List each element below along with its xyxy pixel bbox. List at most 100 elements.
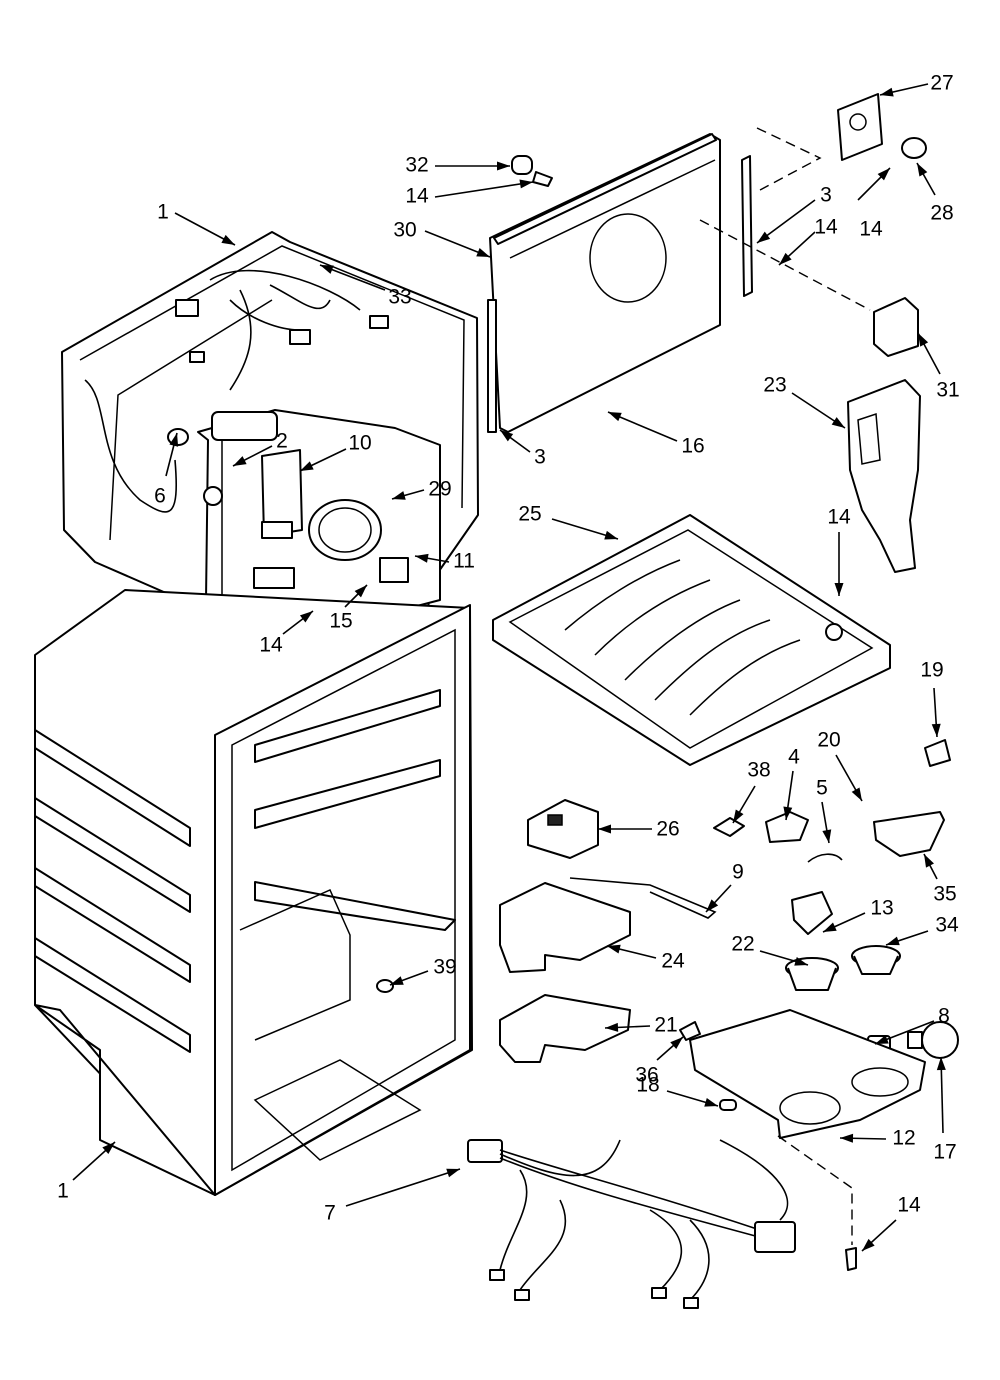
callout-label: 15	[329, 610, 352, 633]
evaporator-cover-panel	[487, 133, 753, 433]
callout-label: 24	[661, 950, 685, 973]
cover-plate-27	[837, 93, 883, 161]
leader-arrowhead	[834, 583, 844, 596]
leader-arrowhead	[446, 1168, 460, 1178]
leader-arrowhead	[354, 585, 367, 598]
leader-arrowhead	[169, 433, 179, 447]
callout-label: 17	[933, 1141, 956, 1164]
callout-4: 4	[783, 746, 800, 821]
leader-arrowhead	[608, 412, 622, 422]
leader-arrowhead	[875, 1035, 889, 1044]
cover-31	[873, 297, 919, 357]
callout-label: 33	[388, 286, 411, 309]
callout-12: 12	[839, 1127, 916, 1150]
callout-label: 7	[324, 1202, 336, 1225]
pad-36	[679, 1021, 701, 1041]
plug-18	[719, 1099, 737, 1111]
leader-arrowhead	[604, 530, 618, 540]
callout-1: 1	[157, 201, 236, 246]
rod-9	[569, 877, 717, 919]
leader-arrowhead	[917, 163, 928, 177]
leader-arrowhead	[598, 824, 611, 834]
callout-label: 18	[636, 1074, 659, 1097]
callout-35: 35	[923, 853, 957, 906]
leader-arrowhead	[733, 809, 744, 823]
callout-label: 21	[654, 1014, 677, 1037]
leader-arrowhead	[880, 87, 894, 97]
leader-arrowhead	[936, 1057, 946, 1071]
callout-3: 3	[499, 429, 546, 469]
leader-arrowhead	[497, 161, 510, 171]
leader-arrowhead	[320, 265, 334, 274]
callout-5: 5	[816, 777, 832, 844]
callout-39: 39	[389, 956, 457, 986]
leader-arrowhead	[851, 787, 862, 801]
callout-label: 14	[405, 185, 429, 208]
leader-arrowhead	[500, 430, 514, 442]
callout-label: 22	[731, 933, 754, 956]
leader-arrowhead	[931, 723, 941, 737]
bracket-13	[791, 891, 833, 935]
callout-label: 28	[930, 202, 953, 225]
leader-line	[434, 181, 534, 198]
callout-19: 19	[920, 659, 944, 738]
callout-label: 25	[518, 503, 541, 526]
callout-label: 16	[681, 435, 704, 458]
leader-arrowhead	[299, 611, 313, 623]
leader-arrowhead	[670, 1037, 683, 1049]
leader-arrowhead	[918, 333, 929, 347]
callout-label: 12	[892, 1127, 915, 1150]
leader-arrowhead	[704, 1098, 718, 1107]
leader-line	[345, 1168, 461, 1207]
housing-24	[499, 882, 631, 973]
callout-13: 13	[822, 897, 894, 933]
callout-label: 27	[930, 72, 953, 95]
leader-arrowhead	[519, 179, 533, 189]
leader-arrowhead	[831, 417, 845, 428]
air-duct-23	[847, 379, 921, 573]
callout-14: 14	[405, 179, 534, 208]
bulb-17	[907, 1021, 959, 1059]
leader-arrowhead	[794, 957, 808, 966]
callout-26: 26	[598, 818, 680, 841]
screw-32	[511, 155, 553, 187]
freezer-liner	[61, 231, 479, 651]
callout-14: 14	[857, 167, 891, 241]
leader-arrowhead	[605, 1022, 619, 1032]
funnel-22	[785, 957, 839, 991]
callout-34: 34	[885, 914, 959, 946]
callout-30: 30	[393, 219, 491, 258]
control-26	[527, 799, 599, 859]
leader-arrowhead	[392, 491, 406, 500]
callout-27: 27	[879, 72, 954, 97]
switch-19	[924, 739, 951, 767]
callout-label: 20	[817, 729, 840, 752]
callout-label: 14	[259, 634, 283, 657]
callout-label: 3	[534, 446, 546, 469]
callout-1: 1	[57, 1141, 116, 1203]
leader-arrowhead	[390, 976, 404, 985]
leader-arrowhead	[924, 854, 934, 868]
funnel-34	[851, 945, 901, 975]
leader-arrowhead	[476, 247, 490, 257]
leader-arrowhead	[607, 944, 621, 954]
callout-14: 14	[827, 506, 851, 596]
knob-28	[901, 137, 927, 159]
callout-label: 13	[870, 897, 893, 920]
leader-arrowhead	[886, 936, 900, 946]
callout-18: 18	[636, 1074, 719, 1107]
callout-label: 39	[433, 956, 456, 979]
callout-29: 29	[391, 478, 452, 501]
leader-arrowhead	[757, 231, 771, 243]
clip-38	[713, 817, 745, 837]
callout-33: 33	[319, 264, 412, 309]
leader-arrowhead	[221, 234, 235, 245]
callout-2: 2	[232, 430, 288, 467]
leader-arrowhead	[233, 456, 247, 466]
callout-label: 34	[935, 914, 959, 937]
callout-15: 15	[329, 584, 368, 633]
leader-arrowhead	[415, 553, 429, 563]
fresh-food-liner	[34, 589, 473, 1196]
